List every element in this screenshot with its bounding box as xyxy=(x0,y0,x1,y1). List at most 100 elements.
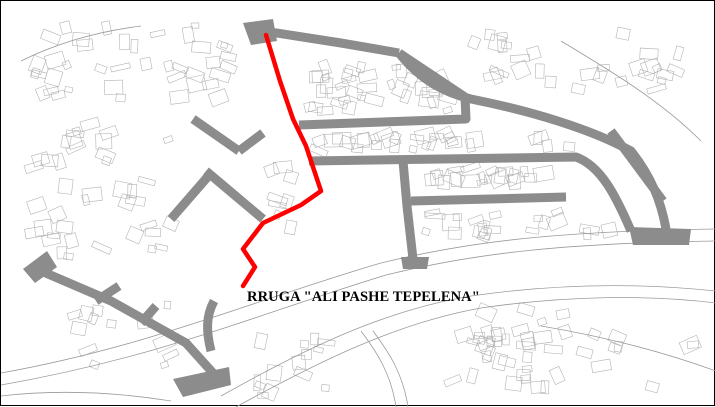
building-outline xyxy=(91,304,104,317)
building-outline xyxy=(357,68,378,83)
building-outline xyxy=(465,130,485,149)
road-top xyxy=(250,24,400,58)
building-outline xyxy=(466,367,479,385)
building-outline xyxy=(41,232,62,248)
building-outline xyxy=(316,338,336,347)
building-outline xyxy=(480,324,496,340)
building-outline xyxy=(478,227,488,239)
building-outline xyxy=(56,246,68,260)
building-outline xyxy=(341,67,354,82)
building-outline xyxy=(644,380,660,394)
building-outline xyxy=(272,160,293,174)
building-outline xyxy=(666,63,686,78)
building-outline xyxy=(171,61,189,75)
building-outline xyxy=(139,219,158,232)
building-outline xyxy=(65,130,84,150)
building-outline xyxy=(482,69,505,82)
building-outline xyxy=(59,20,73,35)
building-outline xyxy=(130,39,139,54)
building-outline xyxy=(50,89,66,101)
building-outline xyxy=(507,173,522,190)
building-outline xyxy=(530,380,546,394)
building-outline xyxy=(592,67,608,84)
building-outline xyxy=(452,213,462,221)
building-outline xyxy=(562,141,576,152)
building-outline xyxy=(509,53,530,63)
building-outline xyxy=(24,225,45,240)
building-outline xyxy=(533,130,543,145)
building-outline xyxy=(575,345,594,360)
building-outline xyxy=(267,199,287,210)
building-outline xyxy=(190,22,200,29)
building-outline xyxy=(442,105,453,115)
building-outline xyxy=(117,193,137,212)
building-outline xyxy=(511,323,530,338)
highlighted-route[interactable] xyxy=(240,32,324,289)
building-outline xyxy=(482,220,491,229)
building-outline xyxy=(426,95,437,109)
building-outline xyxy=(637,69,656,82)
building-outline xyxy=(579,67,601,82)
building-outline xyxy=(100,20,113,36)
building-outline xyxy=(323,133,344,148)
building-outline xyxy=(216,40,234,53)
building-outline xyxy=(646,83,667,95)
building-outline xyxy=(421,226,431,237)
building-outline xyxy=(477,222,489,237)
building-outline xyxy=(672,45,685,62)
building-outline xyxy=(23,160,44,174)
building-outline xyxy=(181,26,195,44)
building-outline xyxy=(308,101,324,114)
building-outline xyxy=(447,165,465,174)
building-outline xyxy=(27,54,47,76)
building-outline xyxy=(332,132,352,145)
building-outline xyxy=(391,64,401,71)
building-outline xyxy=(373,126,395,143)
building-outline xyxy=(319,77,334,94)
building-outline xyxy=(110,62,131,73)
building-outline xyxy=(590,358,612,374)
road-middle xyxy=(308,152,636,233)
road-loop xyxy=(298,49,471,130)
building-outline xyxy=(534,63,545,79)
building-outline xyxy=(163,300,172,310)
building-outline xyxy=(442,168,466,189)
building-outline xyxy=(399,88,413,105)
building-outline xyxy=(316,84,327,98)
building-outline xyxy=(515,340,537,351)
building-outline xyxy=(522,351,533,363)
building-outline xyxy=(487,33,507,53)
building-outline xyxy=(311,133,328,149)
building-outline xyxy=(81,193,91,207)
building-outline xyxy=(301,349,312,360)
building-outline xyxy=(64,85,74,94)
building-outline xyxy=(40,153,59,168)
building-outline xyxy=(103,79,124,96)
building-outline xyxy=(334,79,350,91)
building-outline xyxy=(291,354,307,371)
building-outline xyxy=(526,45,542,61)
road-west-2 xyxy=(236,129,266,155)
building-outline xyxy=(391,79,410,99)
building-outline xyxy=(409,133,425,142)
building-outline xyxy=(476,230,491,243)
building-outline xyxy=(686,340,700,349)
building-outline xyxy=(488,65,510,79)
building-outline xyxy=(343,64,362,78)
road-sw-branch-1 xyxy=(93,282,122,305)
building-outline xyxy=(311,69,330,84)
building-outline xyxy=(310,332,320,346)
road-west-4 xyxy=(167,170,215,222)
road-spur xyxy=(410,192,567,206)
building-outline xyxy=(532,329,553,345)
building-outline xyxy=(351,143,364,154)
building-outline xyxy=(555,308,571,321)
building-outline xyxy=(481,350,493,364)
building-outline xyxy=(510,59,532,81)
building-outline xyxy=(519,330,536,348)
building-outline xyxy=(477,170,488,184)
building-outline xyxy=(63,252,74,261)
building-outline xyxy=(651,63,663,74)
